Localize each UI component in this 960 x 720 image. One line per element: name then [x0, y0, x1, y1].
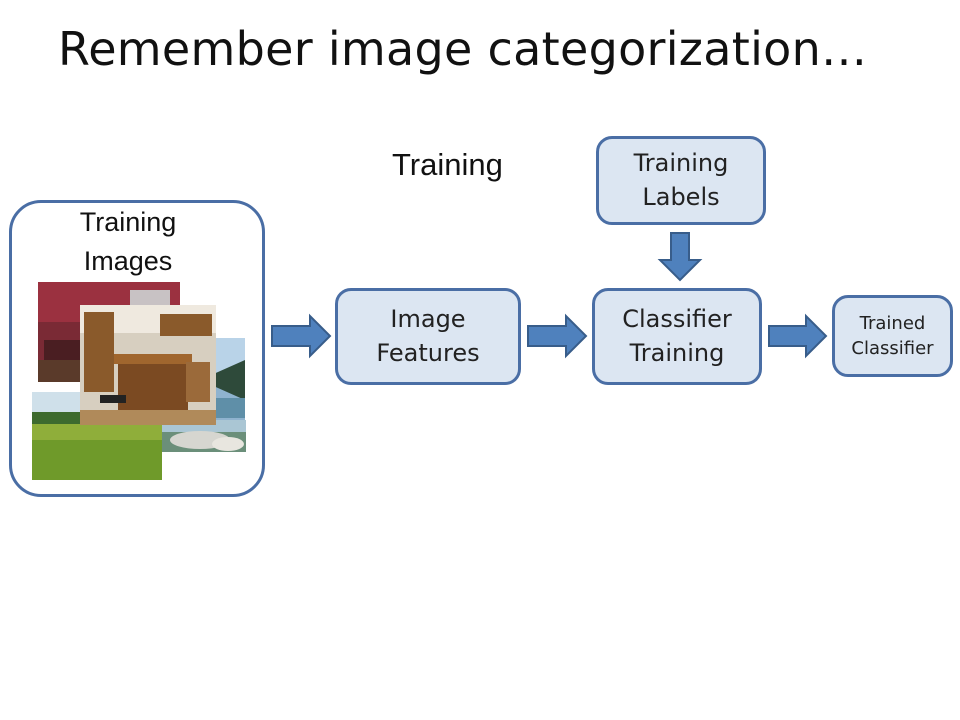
trained-classifier-node: Trained Classifier: [832, 295, 953, 377]
image-features-line1: Image: [390, 304, 466, 333]
training-labels-line2: Labels: [642, 182, 720, 211]
image-features-line2: Features: [376, 338, 480, 367]
classifier-training-node: Classifier Training: [592, 288, 762, 385]
training-labels-node: Training Labels: [596, 136, 766, 225]
arrow-features-to-classifier: [527, 313, 588, 359]
training-section-label: Training: [392, 147, 503, 182]
arrow-labels-to-classifier: [657, 232, 703, 282]
training-images-label: Training Images: [79, 207, 177, 276]
classifier-training-line1: Classifier: [622, 304, 732, 333]
kitchen-photo: [80, 305, 216, 425]
trained-classifier-line1: Trained: [859, 312, 926, 334]
arrow-images-to-features: [271, 313, 332, 359]
slide-title: Remember image categorization…: [58, 22, 868, 76]
training-labels-line1: Training: [633, 148, 729, 177]
arrow-classifier-to-trained: [768, 313, 828, 359]
image-features-node: Image Features: [335, 288, 521, 385]
trained-classifier-line2: Classifier: [851, 338, 934, 359]
classifier-training-line2: Training: [629, 338, 725, 367]
